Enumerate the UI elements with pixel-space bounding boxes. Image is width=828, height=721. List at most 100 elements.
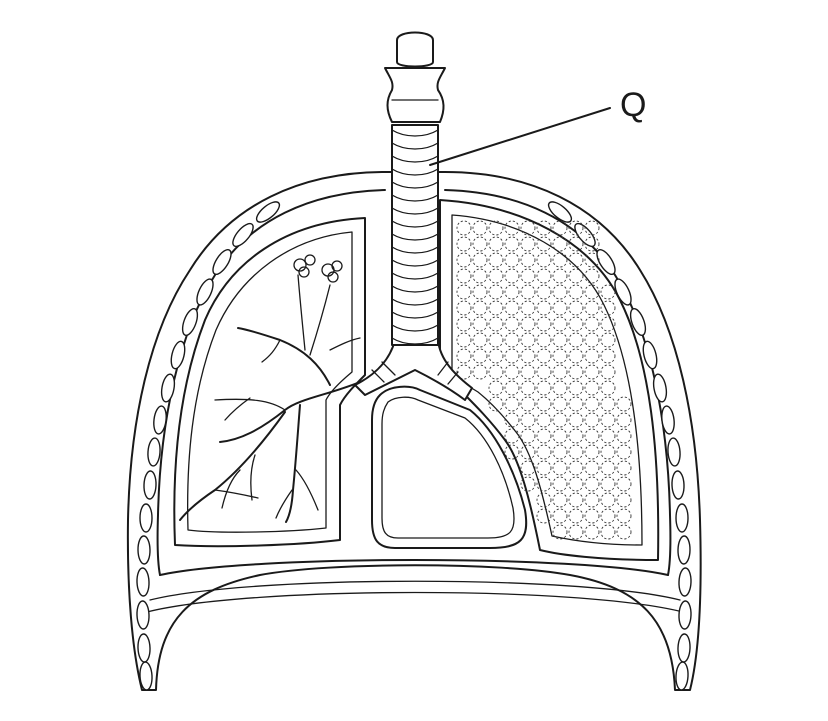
alveolus bbox=[568, 316, 584, 332]
alveolus bbox=[472, 332, 488, 348]
alveolus bbox=[584, 300, 600, 316]
alveolus bbox=[472, 220, 488, 236]
alveolus bbox=[600, 332, 616, 348]
alveolus bbox=[472, 236, 488, 252]
alveolus bbox=[520, 396, 536, 412]
alveolus bbox=[520, 476, 536, 492]
alveolus bbox=[568, 268, 584, 284]
alveolus bbox=[472, 268, 488, 284]
alveolus bbox=[584, 396, 600, 412]
alveolus bbox=[488, 300, 504, 316]
alveolus bbox=[488, 364, 504, 380]
alveolus bbox=[552, 236, 568, 252]
alveolus bbox=[552, 300, 568, 316]
alveolus bbox=[488, 396, 504, 412]
alveolus bbox=[616, 412, 632, 428]
rib bbox=[137, 535, 151, 565]
rib bbox=[160, 373, 176, 403]
alveolus bbox=[456, 284, 472, 300]
alveolus bbox=[584, 252, 600, 268]
alveolus bbox=[568, 332, 584, 348]
alveolus bbox=[536, 444, 552, 460]
alveolus bbox=[584, 428, 600, 444]
rib bbox=[143, 470, 157, 500]
alveolus bbox=[504, 316, 520, 332]
alveolus bbox=[456, 220, 472, 236]
alveolus bbox=[552, 412, 568, 428]
alveolus bbox=[536, 220, 552, 236]
alveolus bbox=[504, 332, 520, 348]
alveolus bbox=[584, 412, 600, 428]
alveolus bbox=[456, 236, 472, 252]
alveolus bbox=[568, 364, 584, 380]
alveolus bbox=[584, 444, 600, 460]
alveolus bbox=[600, 348, 616, 364]
alveolus bbox=[536, 508, 552, 524]
alveolus bbox=[488, 252, 504, 268]
alveolus bbox=[584, 364, 600, 380]
alveolus bbox=[552, 348, 568, 364]
alveolus bbox=[584, 332, 600, 348]
alveolus bbox=[584, 476, 600, 492]
trachea-ring bbox=[391, 298, 439, 306]
alveolus bbox=[504, 300, 520, 316]
alveolus bbox=[552, 476, 568, 492]
alveolus bbox=[600, 284, 616, 300]
rib bbox=[136, 600, 150, 630]
alveoli-texture bbox=[456, 220, 632, 540]
alveolus bbox=[552, 364, 568, 380]
alveolus bbox=[552, 252, 568, 268]
alveolus bbox=[520, 460, 536, 476]
alveolus bbox=[504, 220, 520, 236]
alveolus bbox=[568, 444, 584, 460]
larynx bbox=[384, 31, 446, 123]
alveolus bbox=[520, 268, 536, 284]
alveolus bbox=[520, 316, 536, 332]
alveolus bbox=[520, 252, 536, 268]
alveolus bbox=[536, 284, 552, 300]
alveolus bbox=[520, 300, 536, 316]
alveolus bbox=[472, 316, 488, 332]
alveolus bbox=[536, 428, 552, 444]
alveolus bbox=[600, 300, 616, 316]
alveolus bbox=[520, 380, 536, 396]
trachea-ring bbox=[391, 129, 439, 137]
alveolus bbox=[488, 332, 504, 348]
alveolus bbox=[472, 364, 488, 380]
alveolus bbox=[456, 348, 472, 364]
alveolus bbox=[504, 252, 520, 268]
alveolus bbox=[488, 220, 504, 236]
alveolus bbox=[584, 460, 600, 476]
alveolus bbox=[600, 492, 616, 508]
alveolus bbox=[616, 444, 632, 460]
rib bbox=[212, 249, 232, 275]
alveolus bbox=[504, 268, 520, 284]
heart bbox=[371, 385, 528, 549]
alveolus bbox=[616, 428, 632, 444]
alveolus bbox=[536, 492, 552, 508]
rib bbox=[196, 278, 214, 306]
rib bbox=[255, 201, 281, 223]
alveolus bbox=[456, 332, 472, 348]
alveolus bbox=[456, 364, 472, 380]
alveolus bbox=[568, 252, 584, 268]
rib bbox=[136, 567, 150, 597]
trachea-ring bbox=[391, 168, 439, 176]
rib bbox=[671, 470, 685, 500]
alveolus bbox=[568, 492, 584, 508]
alveolus bbox=[568, 380, 584, 396]
alveolus bbox=[536, 236, 552, 252]
rib bbox=[153, 405, 167, 435]
alveolus bbox=[488, 380, 504, 396]
trachea-ring bbox=[391, 181, 439, 189]
rib bbox=[147, 437, 161, 467]
rib bbox=[677, 633, 691, 663]
trachea bbox=[391, 124, 439, 346]
trachea-ring bbox=[391, 272, 439, 280]
alveolus bbox=[456, 268, 472, 284]
alveolus bbox=[456, 300, 472, 316]
trachea-ring bbox=[391, 311, 439, 319]
rib bbox=[137, 633, 151, 663]
alveolus bbox=[616, 460, 632, 476]
